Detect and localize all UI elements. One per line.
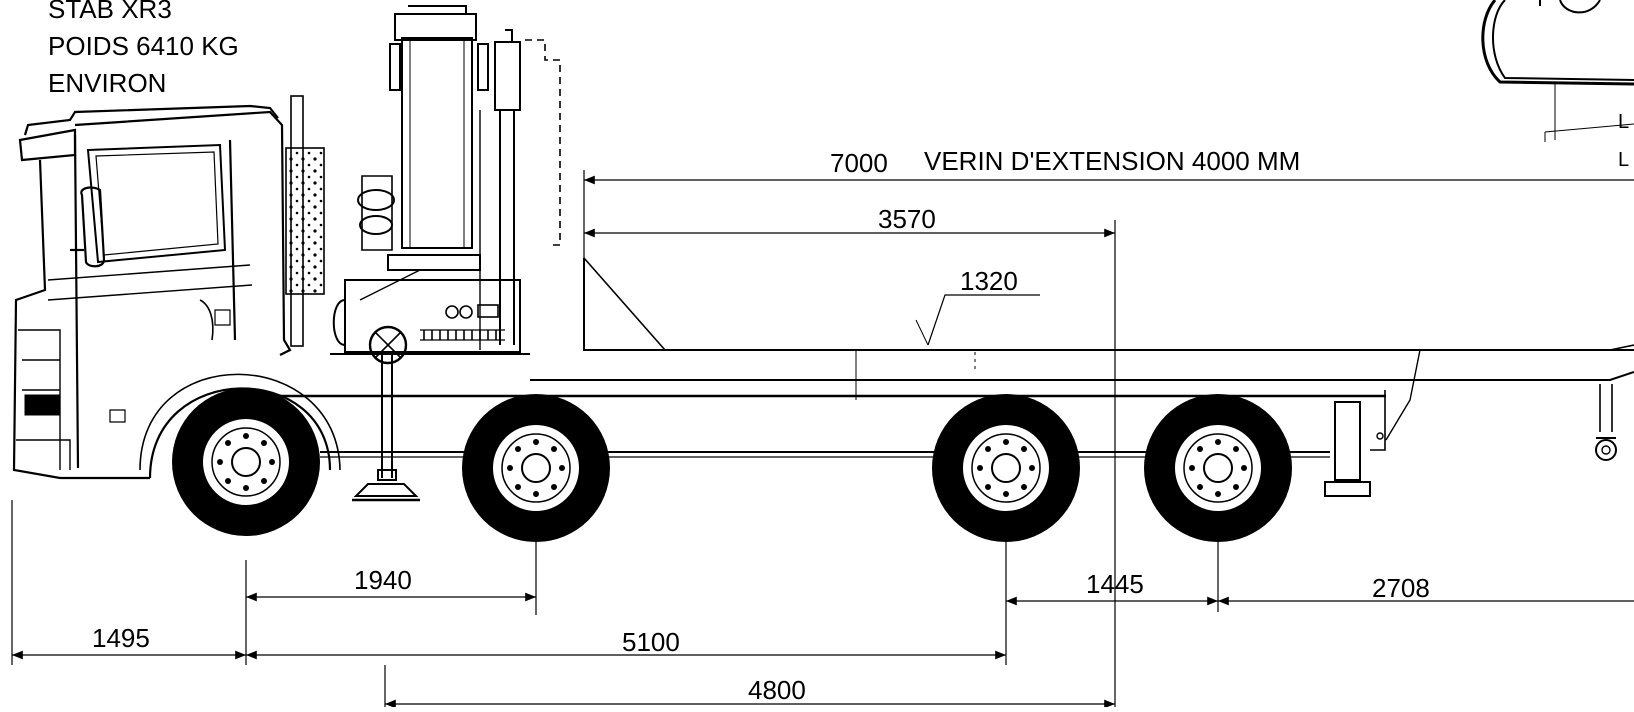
dimension-lines-top [583, 170, 1634, 707]
wheel-rear-1 [932, 394, 1080, 542]
dim-4800-label: 4800 [748, 675, 806, 705]
dim-1495-label: 1495 [92, 623, 150, 653]
note-weight: POIDS 6410 KG [48, 31, 239, 61]
verin-label: VERIN D'EXTENSION 4000 MM [924, 146, 1300, 176]
dim-1445-label: 1445 [1086, 569, 1144, 599]
wheel-front-2 [462, 394, 610, 542]
dim-3570-label: 3570 [878, 204, 936, 234]
dim-7000-label: 7000 [830, 148, 888, 178]
air-intake-column [285, 95, 325, 347]
leader-1320 [927, 294, 1040, 346]
detail-view [1481, 0, 1634, 142]
detail-label-1: L [1618, 111, 1629, 133]
wheels [172, 388, 1292, 542]
wheel-front-1 [172, 388, 320, 536]
detail-label-2: L [1618, 149, 1629, 171]
dimension-lines-bottom [11, 500, 1634, 709]
wheel-rear-2 [1144, 394, 1292, 542]
notes-block: STAB XR3 POIDS 6410 KG ENVIRON [48, 0, 239, 98]
note-stab: STAB XR3 [48, 0, 172, 24]
truck-cab [12, 104, 341, 480]
note-environ: ENVIRON [48, 68, 166, 98]
dim-5100-label: 5100 [622, 627, 680, 657]
dim-2708-label: 2708 [1372, 573, 1430, 603]
dim-1940-label: 1940 [354, 565, 412, 595]
loader-crane [332, 5, 561, 502]
dim-1320-label: 1320 [960, 266, 1018, 296]
